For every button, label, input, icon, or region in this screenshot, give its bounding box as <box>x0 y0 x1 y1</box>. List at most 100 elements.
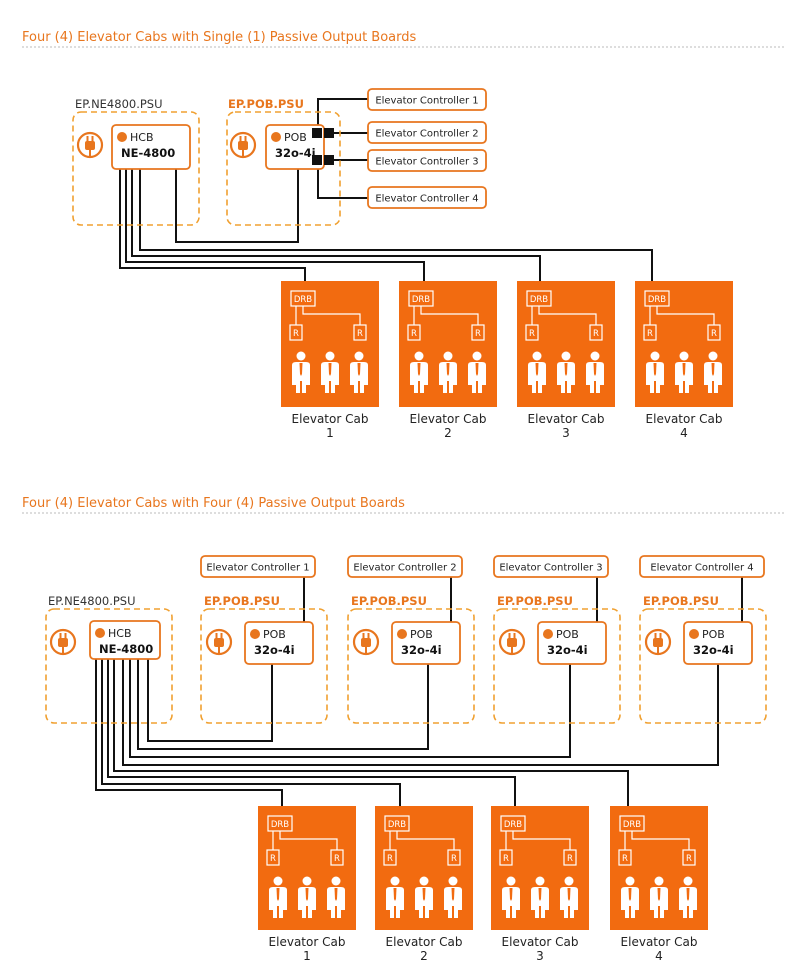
elevator-controller-3: Elevator Controller 3 <box>367 149 487 172</box>
cab-number: 2 <box>444 426 452 440</box>
controller-label: Elevator Controller 2 <box>353 563 456 574</box>
pob-psu-unit-3: EP.POB.PSU <box>497 594 573 608</box>
r-label: R <box>334 854 340 864</box>
cab-link <box>279 831 338 850</box>
elevator-controller-2: Elevator Controller 2 <box>367 121 487 144</box>
person-tie <box>422 888 426 901</box>
person-tie <box>357 363 361 376</box>
cab-number: 1 <box>303 949 311 963</box>
wire-hcb-cab1 <box>119 168 306 281</box>
person-tie <box>593 363 597 376</box>
person-body <box>269 887 287 918</box>
person-tie <box>535 363 539 376</box>
cab-link <box>420 306 479 325</box>
cab-number: 3 <box>536 949 544 963</box>
plug-body <box>361 638 371 647</box>
psu-label: EP.NE4800.PSU <box>48 594 136 608</box>
person-head <box>354 351 364 361</box>
plug-body <box>58 638 68 647</box>
person-head <box>506 876 516 886</box>
cab-number: 2 <box>420 949 428 963</box>
person-body <box>675 362 693 393</box>
hcb-board-type: HCB <box>130 131 154 144</box>
pob-board-model: 32o-4i <box>275 146 316 160</box>
drb-label: DRB <box>412 295 430 305</box>
person-icon <box>531 876 549 918</box>
drb-label: DRB <box>648 295 666 305</box>
elevator-controller-1: Elevator Controller 1 <box>200 555 316 578</box>
wire-hcb-cab2 <box>125 168 425 281</box>
pob-board-model: 32o-4i <box>254 643 295 657</box>
pob-psu-label: EP.POB.PSU <box>228 97 304 111</box>
plug-body <box>507 638 517 647</box>
person-tie <box>393 888 397 901</box>
drb-label: DRB <box>504 820 522 830</box>
wire-hcb-cab2 <box>101 655 401 806</box>
wire-hcb-cab3 <box>131 168 541 281</box>
controller-frame <box>367 186 487 209</box>
person-icon <box>327 876 345 918</box>
person-body <box>502 887 520 918</box>
person-tie <box>305 888 309 901</box>
person-icon <box>704 351 722 393</box>
wire-hcb-pob2 <box>137 655 429 750</box>
connector-block <box>324 155 334 165</box>
person-body <box>386 887 404 918</box>
controller-frame <box>347 555 463 578</box>
person-body <box>444 887 462 918</box>
elevator-controller-3: Elevator Controller 3 <box>493 555 609 578</box>
wire-hcb-pob1 <box>147 655 273 742</box>
controller-label: Elevator Controller 4 <box>375 194 478 205</box>
elevator-controller-4: Elevator Controller 4 <box>639 555 765 578</box>
r-label: R <box>475 329 481 339</box>
r-label: R <box>387 854 393 864</box>
cab-number: 3 <box>562 426 570 440</box>
person-head <box>302 876 312 886</box>
person-body <box>621 887 639 918</box>
section-title-2: Four (4) Elevator Cabs with Four (4) Pas… <box>22 496 405 511</box>
psu-enclosure <box>72 111 200 226</box>
person-tie <box>538 888 542 901</box>
person-body <box>557 362 575 393</box>
person-tie <box>451 888 455 901</box>
controller-label: Elevator Controller 3 <box>499 563 602 574</box>
wire-hcb-pob4 <box>122 655 719 766</box>
person-icon <box>650 876 668 918</box>
person-head <box>296 351 306 361</box>
wire-pob-ctrl1 <box>317 98 368 130</box>
person-icon <box>350 351 368 393</box>
drb-label: DRB <box>388 820 406 830</box>
person-body <box>528 362 546 393</box>
person-icon <box>646 351 664 393</box>
orange-dot-icon <box>271 132 281 142</box>
orange-dot-icon <box>250 629 260 639</box>
person-head <box>564 876 574 886</box>
r-label: R <box>686 854 692 864</box>
cab-label: Elevator Cab <box>292 412 369 426</box>
pob-board-frame <box>391 621 461 665</box>
power-plug-icon <box>644 628 672 656</box>
person-tie <box>299 363 303 376</box>
controller-frame <box>493 555 609 578</box>
orange-dot-icon <box>689 629 699 639</box>
orange-dot-icon <box>397 629 407 639</box>
person-icon <box>557 351 575 393</box>
controller-label: Elevator Controller 4 <box>650 563 753 574</box>
orange-dot-icon <box>95 628 105 638</box>
person-tie <box>446 363 450 376</box>
person-icon <box>321 351 339 393</box>
person-body <box>650 887 668 918</box>
person-body <box>321 362 339 393</box>
orange-dot-icon <box>117 132 127 142</box>
plug-body <box>653 638 663 647</box>
hcb-board-model: NE-4800 <box>99 642 153 656</box>
plug-body <box>85 141 95 150</box>
controller-frame <box>200 555 316 578</box>
